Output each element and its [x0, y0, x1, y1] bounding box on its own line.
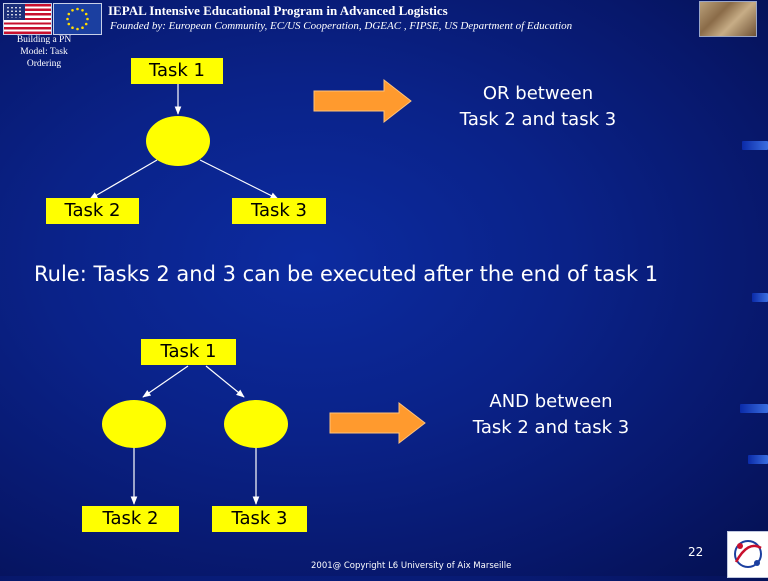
and-left-place-node — [102, 400, 166, 448]
decorative-dash — [740, 404, 768, 413]
and-task2-box: Task 2 — [82, 506, 179, 532]
copyright-footer: 2001@ Copyright L6 University of Aix Mar… — [311, 561, 512, 571]
decorative-dash — [752, 293, 768, 302]
slide-caption: Building a PN Model: Task Ordering — [16, 35, 72, 69]
program-subtitle: Founded by: European Community, EC/US Co… — [110, 20, 573, 32]
decorative-dash — [748, 455, 768, 464]
and-right-place-node — [224, 400, 288, 448]
or-description-line2: Task 2 and task 3 — [459, 109, 617, 130]
and-task1-box: Task 1 — [141, 339, 236, 365]
decorative-dash — [742, 141, 768, 150]
university-logo-icon — [727, 531, 768, 578]
rule-statement: Rule: Tasks 2 and 3 can be executed afte… — [34, 262, 659, 286]
page-number: 22 — [688, 545, 704, 559]
or-description-line1: OR between — [482, 83, 594, 104]
and-arrow-icon — [329, 401, 426, 445]
and-description-line1: AND between — [489, 391, 613, 412]
header-photo — [699, 1, 757, 37]
program-title: IEPAL Intensive Educational Program in A… — [108, 3, 448, 18]
or-task3-box: Task 3 — [232, 198, 326, 224]
eu-flag-icon — [53, 3, 102, 35]
or-place-node — [146, 116, 210, 166]
or-arrow-icon — [313, 78, 412, 124]
and-task3-box: Task 3 — [212, 506, 307, 532]
and-description-line2: Task 2 and task 3 — [472, 417, 630, 438]
or-task2-box: Task 2 — [46, 198, 139, 224]
us-flag-icon — [3, 3, 52, 35]
or-task1-box: Task 1 — [131, 58, 223, 84]
